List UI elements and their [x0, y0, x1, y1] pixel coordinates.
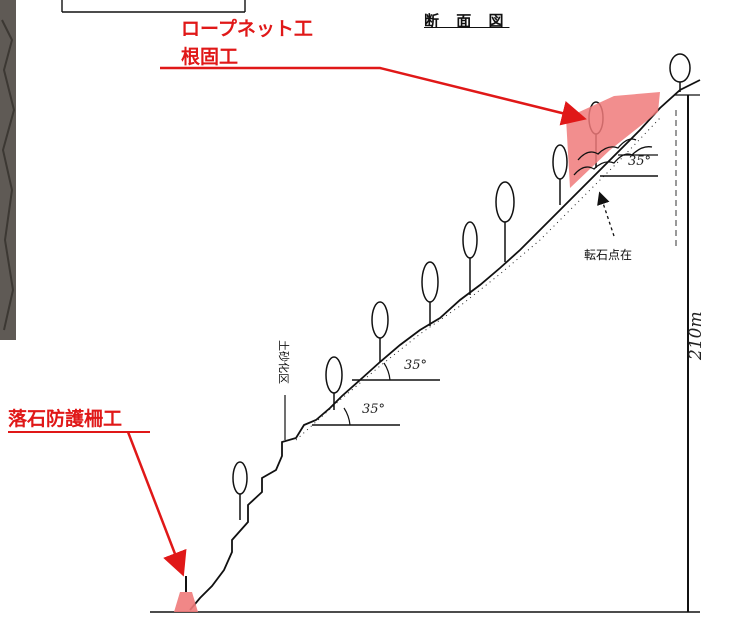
boulder-leader	[597, 191, 615, 237]
angle-arc-middle	[383, 362, 391, 381]
tree-icon	[495, 181, 515, 262]
rockfall-fence-label: 落石防護柵工	[8, 408, 123, 430]
rope-net-label: ロープネット工	[181, 18, 313, 40]
rockfall-fence-highlight	[174, 592, 198, 612]
footing-label: 根固工	[181, 46, 239, 68]
rope-net-highlight	[566, 92, 660, 188]
slope-profile	[189, 79, 701, 611]
tree-icon	[325, 356, 343, 410]
photo-strip-texture	[1, 19, 16, 331]
tree-icon	[552, 144, 568, 205]
vertical-note: 土砂化区	[277, 340, 290, 384]
angle-upper: 35°	[628, 154, 652, 169]
tree-icon	[232, 461, 248, 520]
boulders-label: 転石点在	[584, 248, 633, 262]
tree-icon	[462, 221, 478, 295]
angle-lower: 35°	[362, 402, 386, 417]
diagram-title: 断 面 図	[424, 12, 510, 30]
rope-net-leader	[160, 66, 587, 126]
slope-surface-dots	[295, 117, 661, 441]
angle-arc-lower	[343, 407, 351, 426]
rope-net-scribble	[577, 138, 637, 161]
tree-icon	[371, 301, 389, 362]
tree-icon	[669, 53, 691, 92]
angle-middle: 35°	[404, 358, 428, 373]
height-label: 210m	[686, 311, 706, 360]
rope-net-scribble	[573, 146, 653, 176]
tree-icon	[421, 261, 439, 326]
fence-leader	[126, 431, 187, 577]
